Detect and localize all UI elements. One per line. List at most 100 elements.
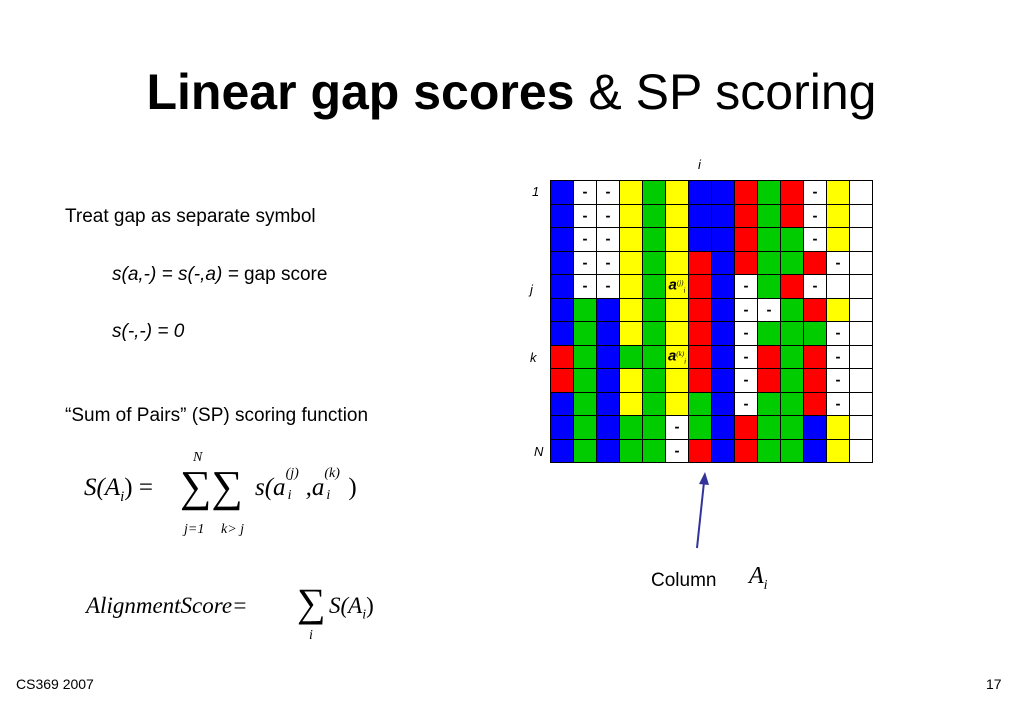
grid-cell bbox=[758, 228, 781, 252]
grid-label-k: k bbox=[530, 350, 537, 365]
grid-cell bbox=[551, 322, 574, 346]
gap-symbol: - bbox=[582, 230, 588, 248]
grid-cell bbox=[735, 251, 758, 275]
gap-symbol: - bbox=[674, 418, 680, 436]
grid-cell bbox=[850, 251, 873, 275]
gap-symbol: - bbox=[743, 371, 749, 389]
grid-cell bbox=[827, 204, 850, 228]
grid-cell bbox=[712, 345, 735, 369]
grid-cell bbox=[850, 392, 873, 416]
title-rest: & SP scoring bbox=[574, 64, 877, 120]
formula2-sigma: ∑ bbox=[297, 580, 326, 625]
grid-cell bbox=[781, 204, 804, 228]
grid-cell bbox=[643, 204, 666, 228]
grid-cell: - bbox=[735, 392, 758, 416]
cell-residue-aj: a(j)i bbox=[668, 276, 686, 295]
grid-cell bbox=[781, 251, 804, 275]
formula2-term-a: S(A bbox=[329, 593, 363, 618]
grid-cell bbox=[781, 275, 804, 299]
grid-label-j: j bbox=[530, 282, 533, 297]
gap-symbol: - bbox=[766, 301, 772, 319]
column-label: Column bbox=[651, 570, 717, 591]
footer-page-number: 17 bbox=[986, 676, 1002, 692]
grid-cell: - bbox=[666, 439, 689, 463]
grid-cell bbox=[643, 181, 666, 205]
grid-cell bbox=[781, 416, 804, 440]
grid-cell bbox=[620, 228, 643, 252]
gap-symbol: - bbox=[835, 395, 841, 413]
grid-cell bbox=[597, 345, 620, 369]
grid-label-1: 1 bbox=[532, 184, 540, 199]
grid-cell bbox=[689, 392, 712, 416]
formula2-term: S(Ai) bbox=[329, 593, 374, 624]
grid-cell bbox=[712, 416, 735, 440]
gap-symbol: - bbox=[674, 442, 680, 460]
grid-cell bbox=[827, 416, 850, 440]
grid-cell bbox=[574, 416, 597, 440]
grid-cell bbox=[689, 416, 712, 440]
grid-cell bbox=[712, 298, 735, 322]
grid-cell: - bbox=[827, 345, 850, 369]
grid-cell bbox=[850, 275, 873, 299]
gap-symbol: - bbox=[605, 254, 611, 272]
grid-cell bbox=[804, 439, 827, 463]
column-arrow bbox=[696, 472, 709, 549]
grid-cell bbox=[712, 322, 735, 346]
grid-cell bbox=[643, 251, 666, 275]
grid-cell bbox=[597, 322, 620, 346]
grid-cell bbox=[689, 251, 712, 275]
grid-cell bbox=[804, 416, 827, 440]
arrow-head bbox=[699, 472, 709, 485]
formula2-lhs: AlignmentScore= bbox=[86, 593, 248, 618]
grid-cell bbox=[689, 322, 712, 346]
grid-cell bbox=[850, 298, 873, 322]
grid-cell: - bbox=[574, 204, 597, 228]
gap-symbol: - bbox=[812, 277, 818, 295]
grid-cell bbox=[597, 369, 620, 393]
gap-symbol: - bbox=[582, 277, 588, 295]
grid-cell: - bbox=[574, 228, 597, 252]
grid-cell bbox=[735, 181, 758, 205]
bullet-treat-gap: Treat gap as separate symbol bbox=[65, 206, 316, 227]
grid-cell bbox=[643, 439, 666, 463]
grid-cell: - bbox=[827, 251, 850, 275]
grid-cell: - bbox=[735, 322, 758, 346]
grid-cell bbox=[643, 392, 666, 416]
grid-cell bbox=[643, 345, 666, 369]
grid-cell bbox=[620, 439, 643, 463]
gap-symbol: - bbox=[743, 324, 749, 342]
grid-cell bbox=[597, 298, 620, 322]
formula2-close: ) bbox=[366, 593, 374, 618]
formula2-sub: i bbox=[362, 607, 367, 623]
grid-cell bbox=[574, 322, 597, 346]
grid-cell: a(k)i bbox=[666, 345, 689, 369]
alignment-grid: --------------a(j)i------a(k)i-------- bbox=[550, 180, 873, 463]
grid-cell bbox=[574, 369, 597, 393]
grid-cell bbox=[850, 369, 873, 393]
grid-cell: - bbox=[574, 275, 597, 299]
grid-cell: - bbox=[735, 345, 758, 369]
grid-cell bbox=[758, 204, 781, 228]
gap-symbol: - bbox=[605, 277, 611, 295]
grid-cell bbox=[666, 392, 689, 416]
formula1-comma: ,a bbox=[305, 474, 325, 501]
grid-cell: - bbox=[758, 298, 781, 322]
formula1-sub1: i bbox=[287, 488, 292, 503]
grid-cell bbox=[781, 345, 804, 369]
formula-sp-lhs: S(Ai) = bbox=[84, 474, 153, 506]
grid-cell bbox=[735, 204, 758, 228]
grid-cell bbox=[758, 181, 781, 205]
grid-cell bbox=[620, 369, 643, 393]
grid-cell bbox=[850, 228, 873, 252]
grid-cell bbox=[804, 322, 827, 346]
grid-cell bbox=[850, 439, 873, 463]
grid-cell bbox=[758, 251, 781, 275]
grid-cell bbox=[758, 369, 781, 393]
grid-cell bbox=[666, 204, 689, 228]
grid-cell bbox=[620, 251, 643, 275]
arrow-line bbox=[696, 481, 705, 549]
grid-cell bbox=[850, 345, 873, 369]
gap-symbol: - bbox=[812, 230, 818, 248]
grid-cell bbox=[551, 298, 574, 322]
grid-cell bbox=[781, 369, 804, 393]
